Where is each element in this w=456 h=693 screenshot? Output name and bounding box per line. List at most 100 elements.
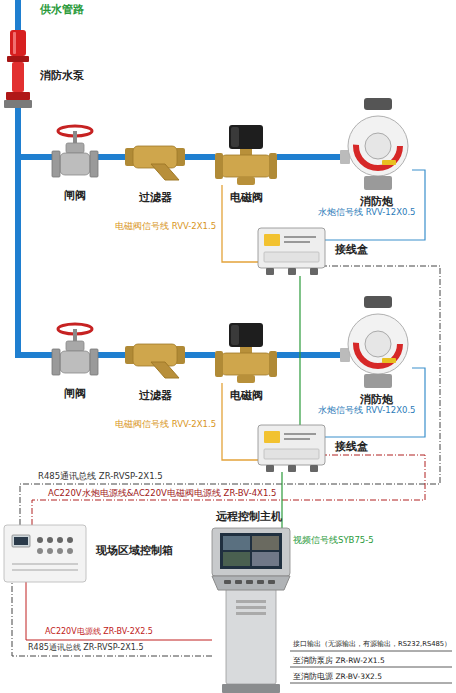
art-part <box>237 375 255 383</box>
cable-label: AC220V电源线 ZR-BV-2X2.5 <box>45 628 153 637</box>
art-part <box>284 438 310 440</box>
art-part <box>310 268 318 275</box>
art-part <box>220 533 282 569</box>
cable-connector <box>325 368 425 437</box>
art-part <box>4 525 86 582</box>
art-part <box>229 125 263 149</box>
art-part <box>215 351 223 377</box>
art-part <box>236 612 266 615</box>
cannon-illustration <box>340 296 412 388</box>
art-part <box>4 100 32 108</box>
pipe-connector <box>277 352 340 358</box>
art-part <box>237 177 255 185</box>
cable-connector <box>12 582 212 656</box>
art-part <box>221 155 271 177</box>
component-label: 过滤器 <box>139 390 172 402</box>
component-label: 电磁阀 <box>230 390 263 402</box>
art-part <box>66 341 84 351</box>
art-part <box>10 30 26 56</box>
gate-illustration <box>52 323 98 376</box>
art-part <box>240 347 252 353</box>
art-part <box>268 580 275 584</box>
art-part <box>288 268 296 275</box>
cable-connector <box>20 266 440 525</box>
cable-connector <box>325 170 425 240</box>
sol-component: 电磁阀 <box>215 125 277 185</box>
art-part <box>264 234 280 246</box>
art-part <box>52 349 60 375</box>
art-part <box>269 351 277 377</box>
pipe-connector <box>18 108 52 355</box>
cable-label: 水炮信号线 RVV-12X0.5 <box>318 208 416 217</box>
art-part <box>356 124 400 168</box>
component-label: 现场区域控制箱 <box>96 545 173 557</box>
host-illustration <box>212 528 290 693</box>
component-label: 消防炮 <box>360 196 393 208</box>
art-part <box>66 143 84 153</box>
art-part <box>52 151 60 177</box>
art-part <box>382 358 396 363</box>
art-part <box>57 548 63 554</box>
filter-illustration <box>125 328 185 378</box>
component-label: 消防水泵 <box>40 70 84 82</box>
art-part <box>348 116 408 176</box>
note-label: 至消防泵房 ZR-RW-2X1.5 <box>293 657 385 665</box>
art-part <box>252 536 279 550</box>
art-part <box>212 528 290 576</box>
art-part <box>236 606 266 609</box>
cable-label: 视频信号线SYB75-5 <box>293 536 374 545</box>
art-part <box>266 268 274 275</box>
host-component: 远程控制主机 <box>212 528 290 693</box>
art-part <box>231 325 239 345</box>
keyboard-panel <box>212 576 290 590</box>
art-part <box>264 449 319 459</box>
supply-pipe <box>15 0 21 32</box>
art-part <box>57 537 63 543</box>
gate-component: 闸阀 <box>52 323 98 376</box>
art-part <box>12 62 24 92</box>
pipe-connector <box>185 352 215 358</box>
art-part <box>37 537 43 543</box>
strainer-leg <box>151 164 179 180</box>
note-label: 接口输出（无源输出，有源输出，RS232,RS485） <box>293 641 451 648</box>
pipe-connector <box>277 154 340 160</box>
pipe-connector <box>98 154 125 160</box>
component-label: 闸阀 <box>64 388 86 400</box>
art-part <box>37 548 43 554</box>
art-part <box>284 236 316 238</box>
art-part <box>223 552 250 566</box>
filter-illustration <box>125 130 185 180</box>
art-part <box>229 323 263 347</box>
pipe-connector <box>18 108 52 157</box>
sol-illustration <box>215 323 277 383</box>
component-label: 过滤器 <box>139 192 172 204</box>
cannon-component: 消防炮 <box>340 98 412 190</box>
cannon-illustration <box>340 98 412 190</box>
cable-connector <box>299 276 300 425</box>
art-part <box>364 98 392 110</box>
art-part <box>226 588 276 684</box>
art-part <box>246 580 253 584</box>
component-label: 电磁阀 <box>230 192 263 204</box>
art-part <box>90 349 98 375</box>
cable-connector <box>32 455 425 525</box>
art-part <box>224 580 231 584</box>
art-part <box>60 351 90 373</box>
sol-component: 电磁阀 <box>215 323 277 383</box>
art-part <box>12 535 30 547</box>
jbox-illustration <box>258 228 325 276</box>
cable-label: 电磁阀信号线 RVV-2X1.5 <box>115 420 216 429</box>
note-label: 供水管路 <box>40 4 84 16</box>
cable-label: 电磁阀信号线 RVV-2X1.5 <box>115 222 216 231</box>
sol-illustration <box>215 125 277 185</box>
field-illustration <box>4 525 86 582</box>
pump-component: 消防水泵 <box>4 30 32 108</box>
art-part <box>266 465 274 472</box>
pipe-connector <box>98 352 125 358</box>
pump-illustration <box>4 30 32 108</box>
art-part <box>288 465 296 472</box>
strainer-leg <box>151 362 179 378</box>
cannon-component: 消防炮 <box>340 296 412 388</box>
art-part <box>231 127 239 147</box>
